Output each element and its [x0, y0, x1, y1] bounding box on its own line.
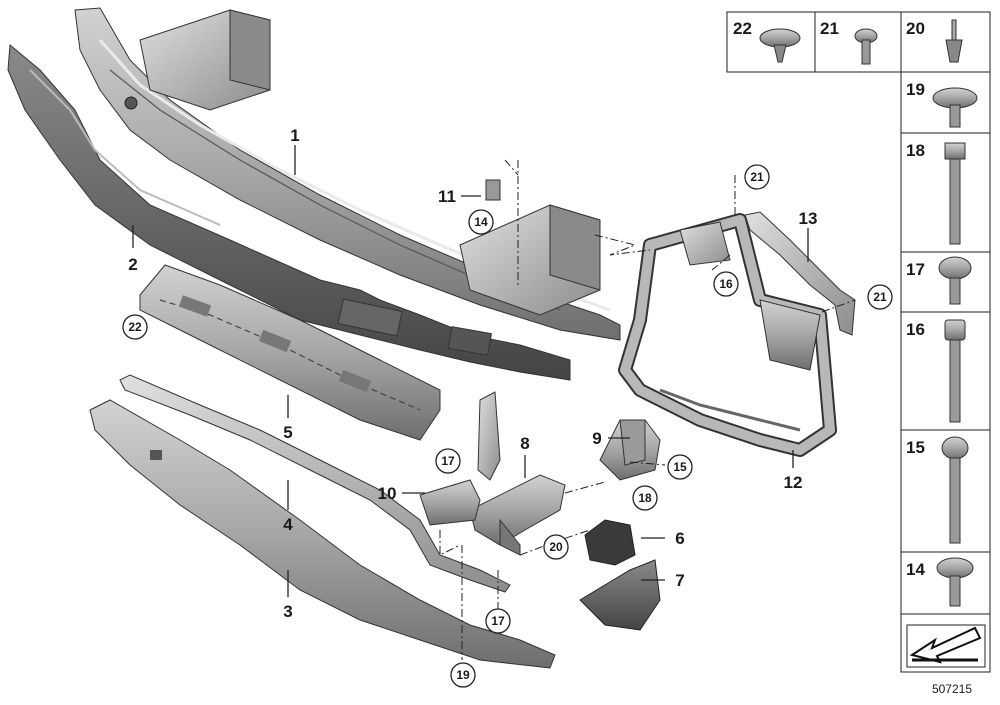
- part-7-bracket: [579, 559, 661, 631]
- part-13-bracket: [744, 211, 856, 336]
- ref-circle-15: 15: [667, 454, 693, 480]
- legend-label-14: 14: [906, 560, 925, 579]
- svg-text:22: 22: [128, 320, 142, 334]
- legend-label-18: 18: [906, 141, 925, 160]
- svg-text:14: 14: [474, 215, 488, 229]
- ref-circle-18: 18: [632, 485, 658, 511]
- callout-8: 8: [520, 434, 529, 453]
- legend-label-16: 16: [906, 320, 925, 339]
- svg-text:17: 17: [491, 614, 505, 628]
- callout-4: 4: [283, 515, 293, 534]
- callout-13: 13: [799, 209, 818, 228]
- ref-circle-17-upper: 17: [435, 448, 461, 474]
- collar-bolt-icon: [932, 87, 978, 128]
- torx-bolt-icon: [938, 256, 972, 305]
- part-2-impact-absorber: [7, 43, 571, 381]
- ref-circle-16: 16: [713, 271, 739, 297]
- part-1-bumper-carrier: [74, 7, 621, 341]
- ref-circle-17-lower: 17: [485, 608, 511, 634]
- legend-label-17: 17: [906, 260, 925, 279]
- drawing-number: 507215: [931, 682, 972, 696]
- callout-9: 9: [592, 429, 601, 448]
- rivet-icon: [945, 19, 963, 63]
- legend-label-15: 15: [906, 438, 925, 457]
- svg-text:21: 21: [750, 170, 764, 184]
- svg-text:20: 20: [549, 540, 563, 554]
- part-12-front-end-carrier: [618, 213, 837, 457]
- part-8-bracket: [469, 474, 566, 556]
- svg-text:16: 16: [719, 277, 733, 291]
- callout-10: 10: [378, 484, 397, 503]
- callout-12: 12: [784, 473, 803, 492]
- ref-circle-14: 14: [468, 209, 494, 235]
- flange-bolt-icon: [936, 557, 974, 607]
- legend-label-21: 21: [820, 19, 839, 38]
- clip-nut-icon: [759, 28, 801, 63]
- part-10-bracket: [419, 391, 501, 526]
- part-4-support-strip: [119, 374, 511, 593]
- assembly-lines: [439, 159, 856, 660]
- svg-text:15: 15: [673, 460, 687, 474]
- callout-2: 2: [128, 255, 137, 274]
- leader-lines: [132, 145, 809, 597]
- svg-text:19: 19: [456, 668, 470, 682]
- ref-circle-21-upper: 21: [744, 164, 770, 190]
- screw-icon: [854, 28, 878, 65]
- callout-5: 5: [283, 423, 292, 442]
- ref-circle-20: 20: [543, 534, 569, 560]
- torx-bolt-long-icon: [941, 436, 969, 544]
- ref-circle-22: 22: [122, 314, 148, 340]
- legend-label-20: 20: [906, 19, 925, 38]
- legend-label-22: 22: [733, 19, 752, 38]
- part-5-lower-bracket: [139, 264, 441, 441]
- part-11-clip: [485, 179, 501, 201]
- ref-circle-19: 19: [450, 662, 476, 688]
- callout-3: 3: [283, 602, 292, 621]
- direction-arrow-icon: [906, 624, 986, 668]
- callout-6: 6: [675, 529, 684, 548]
- ref-circle-21-right: 21: [867, 284, 893, 310]
- svg-text:17: 17: [441, 454, 455, 468]
- socket-bolt-icon: [944, 319, 966, 423]
- part-3-underbody-panel: [89, 399, 556, 669]
- fastener-legend: 22 21 20 19 18 17 16 15 14: [726, 11, 991, 673]
- legend-label-19: 19: [906, 80, 925, 99]
- hex-bolt-long-icon: [944, 142, 966, 245]
- part-6-buffer: [584, 519, 636, 566]
- svg-text:21: 21: [873, 290, 887, 304]
- part-9-bracket: [599, 419, 661, 481]
- callout-11: 11: [438, 187, 456, 206]
- callout-1: 1: [290, 126, 299, 145]
- callout-7: 7: [675, 571, 684, 590]
- svg-text:18: 18: [638, 491, 652, 505]
- circled-references: 14 16 17 17 18 19 20 21 21 22 15: [122, 164, 893, 688]
- callout-labels: 1 2 3 4 5 6 7 8 9 10 11 12 13: [128, 126, 817, 621]
